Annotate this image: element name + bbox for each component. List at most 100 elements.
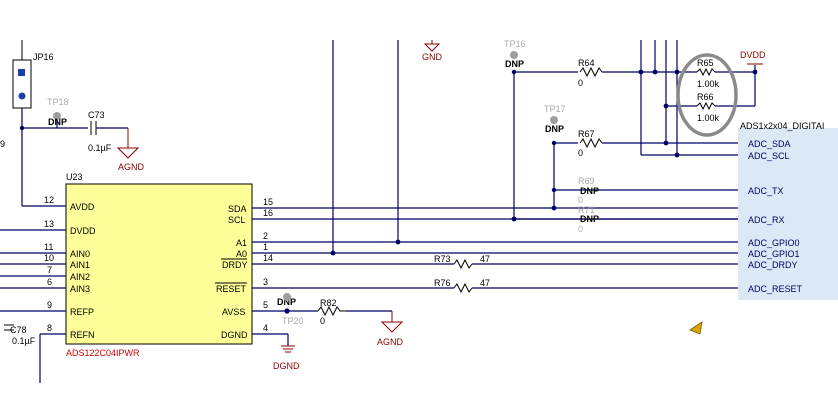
highlight-ellipse: [676, 53, 738, 137]
agnd-symbol-1: AGND: [116, 147, 145, 172]
capacitor-c73[interactable]: C73 0.1µF: [88, 110, 129, 153]
svg-text:R65: R65: [697, 58, 714, 68]
ic-pin-drdy: 14 DRDY: [221, 253, 738, 270]
resistor-r66[interactable]: R66 1.00k: [696, 92, 720, 123]
dgnd-symbol: DGND: [273, 345, 300, 371]
ic-u23-part: ADS122C04IPWR: [66, 348, 140, 358]
svg-text:DVDD: DVDD: [70, 226, 96, 236]
net-adc-scl: ADC_SCL: [748, 151, 790, 161]
c73-value: 0.1µF: [88, 143, 112, 153]
dnp-tp18: DNP: [48, 117, 67, 127]
svg-text:4: 4: [263, 323, 268, 333]
ic-u23-ref: U23: [66, 172, 83, 182]
svg-text:REFN: REFN: [70, 330, 95, 340]
ic-pin-scl: 16 SCL: [228, 208, 738, 225]
net-adc-tx: ADC_TX: [748, 186, 784, 196]
ic-pin-ain1: 10 AIN1: [0, 253, 90, 270]
ic-pin-reset: 3 RESET: [215, 277, 738, 294]
dnp-tp16: DNP: [505, 59, 524, 69]
svg-text:R64: R64: [578, 58, 595, 68]
svg-text:15: 15: [263, 197, 273, 207]
ic-pin-avdd: 12 AVDD: [22, 195, 95, 212]
svg-text:1.00k: 1.00k: [697, 79, 720, 89]
svg-text:0: 0: [578, 195, 583, 205]
ic-pin-ain3: 6 AIN3: [0, 277, 90, 294]
dnp-r69: DNP: [580, 186, 599, 196]
net-adc-reset: ADC_RESET: [748, 284, 803, 294]
capacitor-c78[interactable]: C78 0.1µF: [4, 324, 36, 346]
tp18-label: TP18: [47, 97, 69, 107]
svg-text:0: 0: [578, 224, 583, 234]
svg-text:R76: R76: [434, 278, 451, 288]
svg-text:R71: R71: [578, 205, 595, 215]
svg-text:AGND: AGND: [377, 337, 404, 347]
tp17-label: TP17: [544, 104, 566, 114]
resistor-r69[interactable]: R69 DNP 0: [578, 176, 599, 205]
svg-text:11: 11: [44, 242, 53, 252]
jp16-label: JP16: [33, 52, 54, 62]
resistor-r71[interactable]: R71 DNP 0: [578, 205, 599, 234]
c78-ref: C78: [10, 325, 27, 335]
resistor-r67[interactable]: R67 0: [578, 129, 603, 158]
resistor-r73[interactable]: R73 47: [434, 254, 490, 270]
ic-pin-refn: 8 REFN: [39, 323, 95, 383]
svg-text:R73: R73: [434, 254, 451, 264]
svg-text:AIN3: AIN3: [70, 284, 90, 294]
resistor-r82[interactable]: R82 0: [317, 298, 346, 326]
svg-text:7: 7: [47, 265, 52, 275]
ic-pin-dvdd: 13 DVDD: [0, 219, 96, 236]
tp20-pad: [283, 293, 291, 301]
svg-text:14: 14: [263, 253, 273, 263]
c78-value: 0.1µF: [12, 336, 36, 346]
jumper-jp16[interactable]: JP16: [12, 40, 54, 109]
svg-text:3: 3: [263, 277, 268, 287]
svg-text:R66: R66: [697, 92, 714, 102]
net-adc-sda: ADC_SDA: [748, 139, 791, 149]
ic-pin-ain0: 11 AIN0: [0, 242, 90, 259]
dvdd-symbol: DVDD: [740, 50, 766, 65]
svg-text:0: 0: [320, 316, 325, 326]
agnd-symbol-2: AGND: [377, 321, 404, 347]
svg-text:10: 10: [44, 253, 54, 263]
svg-text:0: 0: [578, 148, 583, 158]
svg-text:DGND: DGND: [221, 330, 248, 340]
tp18-pad: [53, 112, 61, 120]
svg-text:REFP: REFP: [70, 307, 94, 317]
svg-text:1: 1: [263, 242, 268, 252]
svg-text:AGND: AGND: [118, 162, 145, 172]
svg-text:47: 47: [480, 278, 490, 288]
svg-text:AVDD: AVDD: [70, 202, 95, 212]
svg-text:AIN2: AIN2: [70, 272, 90, 282]
note-marker-icon: [689, 321, 703, 335]
ic-pin-a1: 2 A1: [236, 231, 738, 248]
svg-text:R82: R82: [320, 298, 337, 308]
svg-text:A0: A0: [236, 249, 247, 259]
net-adc-gpio0: ADC_GPIO0: [748, 238, 800, 248]
svg-text:SDA: SDA: [228, 204, 247, 214]
svg-text:16: 16: [263, 208, 273, 218]
page-connector-title: ADS1x2x04_DIGITAI: [740, 121, 824, 131]
tp16-label: TP16: [504, 39, 526, 49]
gnd-symbol: GND: [422, 40, 443, 62]
svg-text:RESET: RESET: [216, 284, 247, 294]
svg-text:SCL: SCL: [228, 215, 246, 225]
edge-label: 9: [0, 139, 5, 149]
tp16-pad: [510, 51, 518, 59]
svg-text:GND: GND: [422, 52, 443, 62]
svg-text:R69: R69: [578, 176, 595, 186]
resistor-r76[interactable]: R76 47: [434, 278, 490, 294]
resistor-r65[interactable]: R65 1.00k: [696, 58, 720, 89]
resistor-r64[interactable]: R64 0: [578, 58, 603, 88]
dnp-tp20: DNP: [277, 297, 296, 307]
svg-text:A1: A1: [236, 238, 247, 248]
svg-text:8: 8: [47, 323, 52, 333]
tp17-pad: [550, 116, 558, 124]
ic-pin-ain2: 7 AIN2: [0, 265, 90, 282]
svg-text:AIN0: AIN0: [70, 249, 90, 259]
svg-text:0: 0: [578, 78, 583, 88]
svg-text:12: 12: [44, 195, 54, 205]
svg-text:47: 47: [480, 254, 490, 264]
ic-pin-sda: 15 SDA: [228, 197, 738, 214]
ic-pin-refp: 9 REFP: [0, 300, 94, 317]
